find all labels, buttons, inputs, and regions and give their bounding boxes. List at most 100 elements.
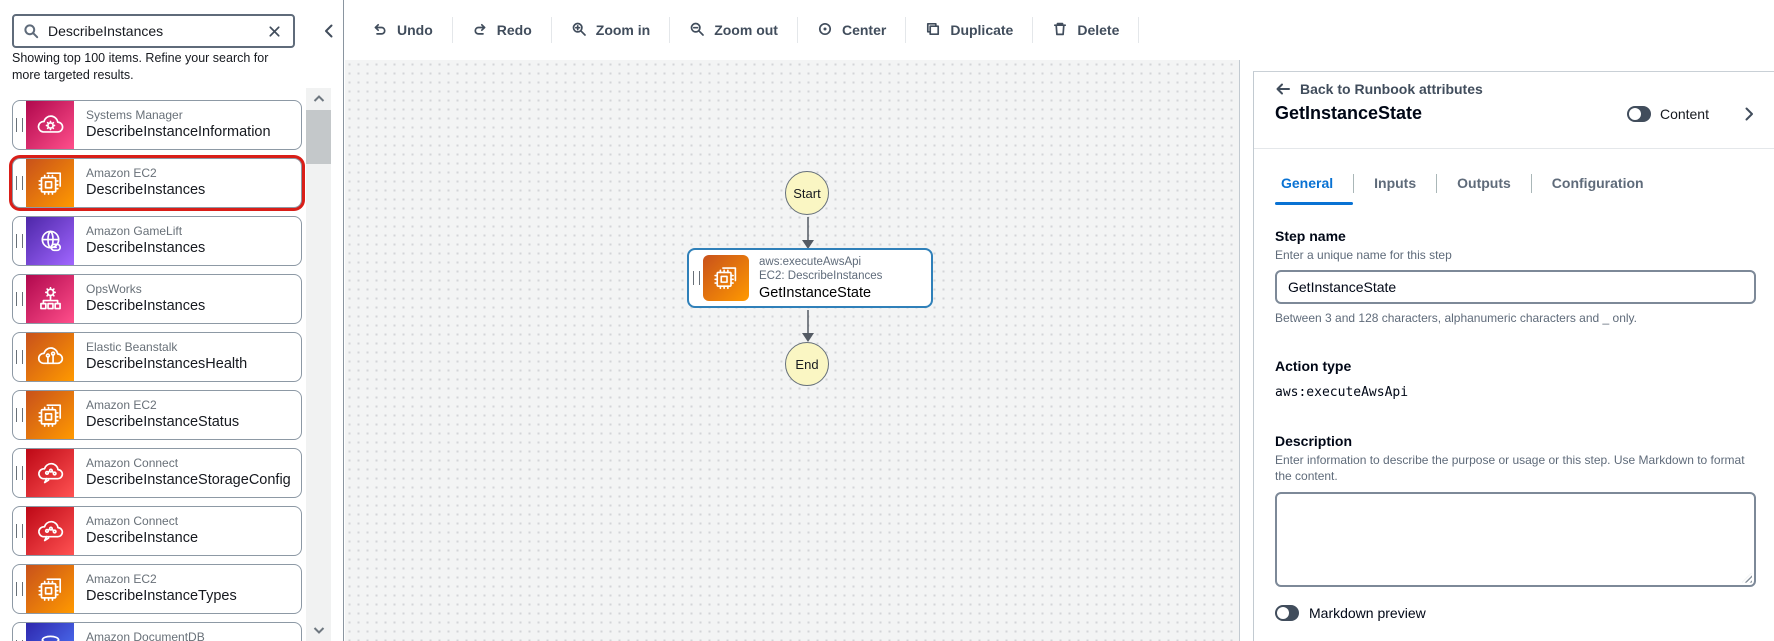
content-toggle[interactable] [1626,105,1651,122]
toolbar-divider [451,17,453,43]
action-type-field: Action type aws:executeAwsApi [1275,358,1756,400]
center-icon [817,21,833,40]
undo-label: Undo [397,22,433,38]
arrow-left-icon [1276,83,1290,95]
drag-handle-icon[interactable] [689,271,703,285]
content-toggle-label: Content [1659,105,1709,122]
ec2-chip-icon [26,159,74,207]
drag-handle-icon[interactable] [13,391,26,439]
step-node[interactable]: aws:executeAwsApi EC2: DescribeInstances… [687,248,933,308]
redo-button[interactable]: Redo [453,12,551,48]
drag-handle-icon[interactable] [13,449,26,497]
action-list-item[interactable]: Amazon EC2 DescribeInstanceStatus [12,390,302,440]
description-textarea[interactable] [1275,491,1756,587]
collapse-sidebar-icon[interactable] [318,18,340,44]
service-name: OpsWorks [86,282,142,296]
description-help: Enter information to describe the purpos… [1275,453,1745,484]
opsworks-stack-icon [26,275,74,323]
action-list: Systems Manager DescribeInstanceInformat… [12,100,302,641]
drag-handle-icon[interactable] [13,159,26,207]
flow-canvas[interactable]: Start aws:executeAwsApi EC2: DescribeIns… [345,60,1240,641]
gamelift-globe-icon [26,217,74,265]
action-list-item[interactable]: Amazon DocumentDB [12,622,302,641]
drag-handle-icon[interactable] [13,275,26,323]
scroll-down-icon[interactable] [306,621,331,639]
step-name-constraint: Between 3 and 128 characters, alphanumer… [1275,311,1637,326]
service-name: Amazon EC2 [86,572,157,586]
search-results-note: Showing top 100 items. Refine your searc… [12,51,269,82]
delete-label: Delete [1077,22,1120,38]
tab-divider [1530,174,1532,193]
action-list-item[interactable]: OpsWorks DescribeInstances [12,274,302,324]
search-box [12,14,295,48]
step-name-input[interactable] [1275,270,1756,305]
markdown-preview-toggle[interactable] [1275,604,1299,621]
drag-handle-icon[interactable] [13,565,26,613]
zoom-out-label: Zoom out [714,22,778,38]
zoom-out-button[interactable]: Zoom out [670,12,797,48]
center-button[interactable]: Center [798,12,905,48]
toolbar-divider [905,17,907,43]
drag-handle-icon[interactable] [13,333,26,381]
action-name: DescribeInstancesHealth [86,356,248,372]
delete-button[interactable]: Delete [1033,12,1138,48]
action-list-item[interactable]: Systems Manager DescribeInstanceInformat… [12,100,302,150]
toolbar-divider [1032,17,1034,43]
toolbar-divider [796,17,798,43]
ssm-cloud-gear-icon [26,101,74,149]
tab-divider [1436,174,1438,193]
tab-outputs[interactable]: Outputs [1457,175,1511,191]
action-list-item[interactable]: Amazon Connect DescribeInstance [12,506,302,556]
action-name: DescribeInstances [86,298,206,314]
action-list-item[interactable]: Amazon EC2 DescribeInstanceTypes [12,564,302,614]
action-name: DescribeInstanceInformation [86,124,271,140]
action-name: DescribeInstances [86,182,206,198]
scroll-up-icon[interactable] [306,90,331,108]
action-name: DescribeInstanceStatus [86,414,240,430]
scrollbar-thumb[interactable] [306,110,331,164]
clear-search-icon[interactable] [265,22,284,41]
zoom-in-icon [571,21,587,40]
zoom-in-label: Zoom in [595,22,651,38]
tab-inputs[interactable]: Inputs [1374,175,1417,191]
center-label: Center [841,22,887,38]
start-node[interactable]: Start [785,171,829,215]
step-name-description: Enter a unique name for this step [1275,248,1452,262]
drag-handle-icon[interactable] [13,623,26,641]
drag-handle-icon[interactable] [13,507,26,555]
service-name: Amazon Connect [86,456,179,470]
end-node[interactable]: End [785,342,829,386]
step-details-panel: Back to Runbook attributes GetInstanceSt… [1253,71,1774,641]
chevron-right-icon[interactable] [1742,106,1756,122]
action-list-item[interactable]: Amazon Connect DescribeInstanceStorageCo… [12,448,302,498]
action-name: DescribeInstances [86,240,206,256]
duplicate-button[interactable]: Duplicate [906,12,1032,48]
step-api: EC2: DescribeInstances [759,269,883,282]
drag-handle-icon[interactable] [13,217,26,265]
service-name: Systems Manager [86,108,183,122]
zoom-in-button[interactable]: Zoom in [552,12,669,48]
action-list-item[interactable]: Amazon GameLift DescribeInstances [12,216,302,266]
general-tab-content: Step name Enter a unique name for this s… [1254,205,1774,621]
tab-divider [1353,174,1355,193]
action-list-item[interactable]: Amazon EC2 DescribeInstances [12,158,302,208]
drag-handle-icon[interactable] [13,101,26,149]
action-list-item[interactable]: Elastic Beanstalk DescribeInstancesHealt… [12,332,302,382]
undo-button[interactable]: Undo [353,12,452,48]
list-scrollbar[interactable] [306,88,331,641]
tab-configuration[interactable]: Configuration [1551,175,1644,191]
ec2-chip-icon [703,255,749,301]
tab-general[interactable]: General [1275,175,1354,205]
back-to-runbook-attributes-link[interactable]: Back to Runbook attributes [1275,81,1483,97]
delete-icon [1052,21,1068,40]
beanstalk-cloud-icon [26,333,74,381]
markdown-preview-label: Markdown preview [1309,604,1426,621]
back-label: Back to Runbook attributes [1300,81,1483,97]
action-name: DescribeInstance [86,530,199,546]
search-input[interactable] [46,22,258,40]
step-name: GetInstanceState [759,284,872,301]
duplicate-icon [925,21,941,40]
zoom-out-icon [689,21,705,40]
service-name: Amazon DocumentDB [86,630,205,641]
connect-cloud-icon [26,507,74,555]
